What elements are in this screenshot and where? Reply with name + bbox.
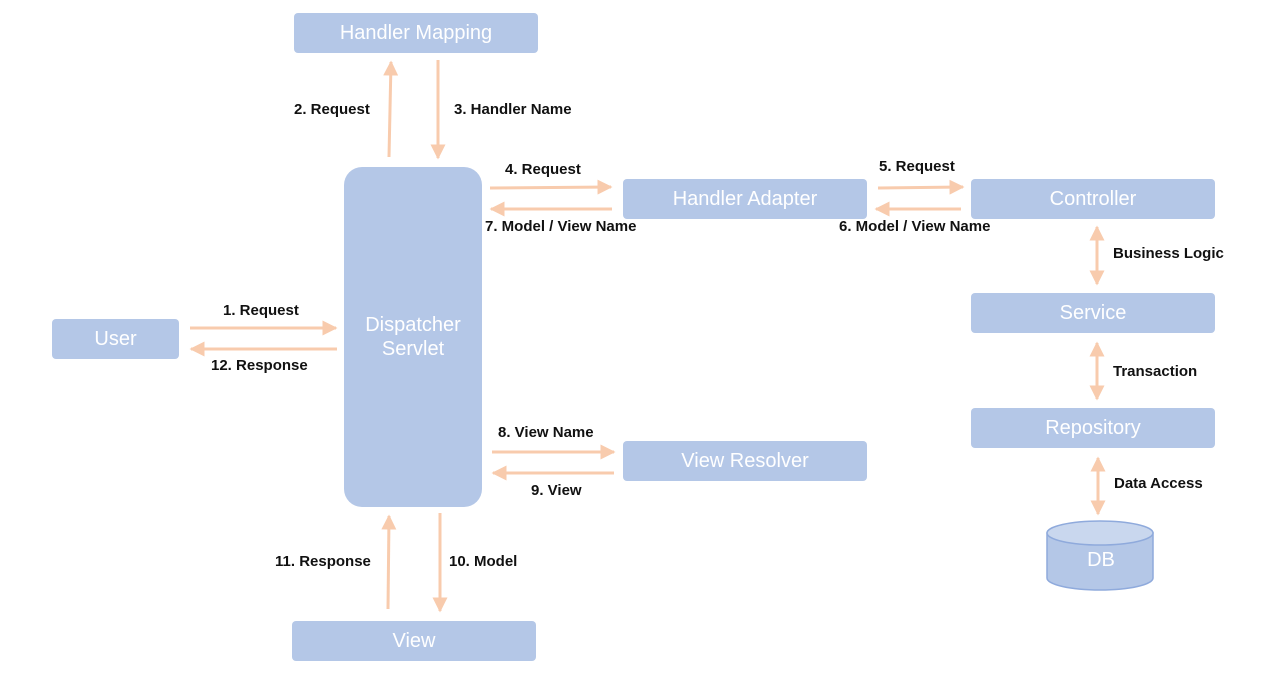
edge-label-5-request: 5. Request [879, 158, 955, 175]
view-label: View [392, 630, 436, 652]
view-resolver-label: View Resolver [681, 450, 809, 472]
controller-box: Controller [971, 179, 1215, 219]
edge-label-4-request: 4. Request [505, 161, 581, 178]
edge-label-9-view: 9. View [531, 482, 582, 499]
edge-label-data-access: Data Access [1114, 475, 1203, 492]
dispatcher-servlet-box: Dispatcher Servlet [344, 167, 482, 507]
edge-label-6-model-view-name: 6. Model / View Name [839, 218, 991, 235]
edge-label-10-model: 10. Model [449, 553, 518, 570]
edge-label-business-logic: Business Logic [1113, 245, 1224, 262]
edge-label-7-model-view-name: 7. Model / View Name [485, 218, 637, 235]
user-box: User [52, 319, 179, 359]
service-label: Service [1059, 302, 1127, 324]
user-label: User [94, 328, 137, 350]
arrow-11-response [381, 514, 397, 610]
dispatcher-servlet-label-line1: Dispatcher [365, 314, 461, 336]
edge-label-8-view-name: 8. View Name [498, 424, 594, 441]
edge-label-transaction: Transaction [1113, 363, 1198, 380]
handler-mapping-box: Handler Mapping [294, 13, 538, 53]
edge-label-11-response: 11. Response [275, 553, 371, 570]
service-box: Service [971, 293, 1215, 333]
view-resolver-box: View Resolver [623, 441, 867, 481]
arrow-4-request [489, 179, 613, 195]
edge-label-3-handler-name: 3. Handler Name [454, 101, 572, 118]
arrow-5-request [877, 179, 965, 195]
view-box: View [292, 621, 536, 661]
repository-box: Repository [971, 408, 1215, 448]
handler-adapter-box: Handler Adapter [623, 179, 867, 219]
arrow-2-request [383, 60, 399, 158]
controller-label: Controller [1049, 188, 1137, 210]
db-cylinder [1046, 520, 1154, 591]
edge-label-2-request: 2. Request [294, 101, 370, 118]
dispatcher-servlet-label-line2: Servlet [381, 338, 445, 360]
edge-label-12-response: 12. Response [211, 357, 308, 374]
repository-label: Repository [1045, 417, 1141, 439]
handler-mapping-label: Handler Mapping [339, 22, 493, 44]
handler-adapter-label: Handler Adapter [672, 188, 818, 210]
db-label: DB [1087, 549, 1115, 571]
edge-label-1-request: 1. Request [223, 302, 299, 319]
